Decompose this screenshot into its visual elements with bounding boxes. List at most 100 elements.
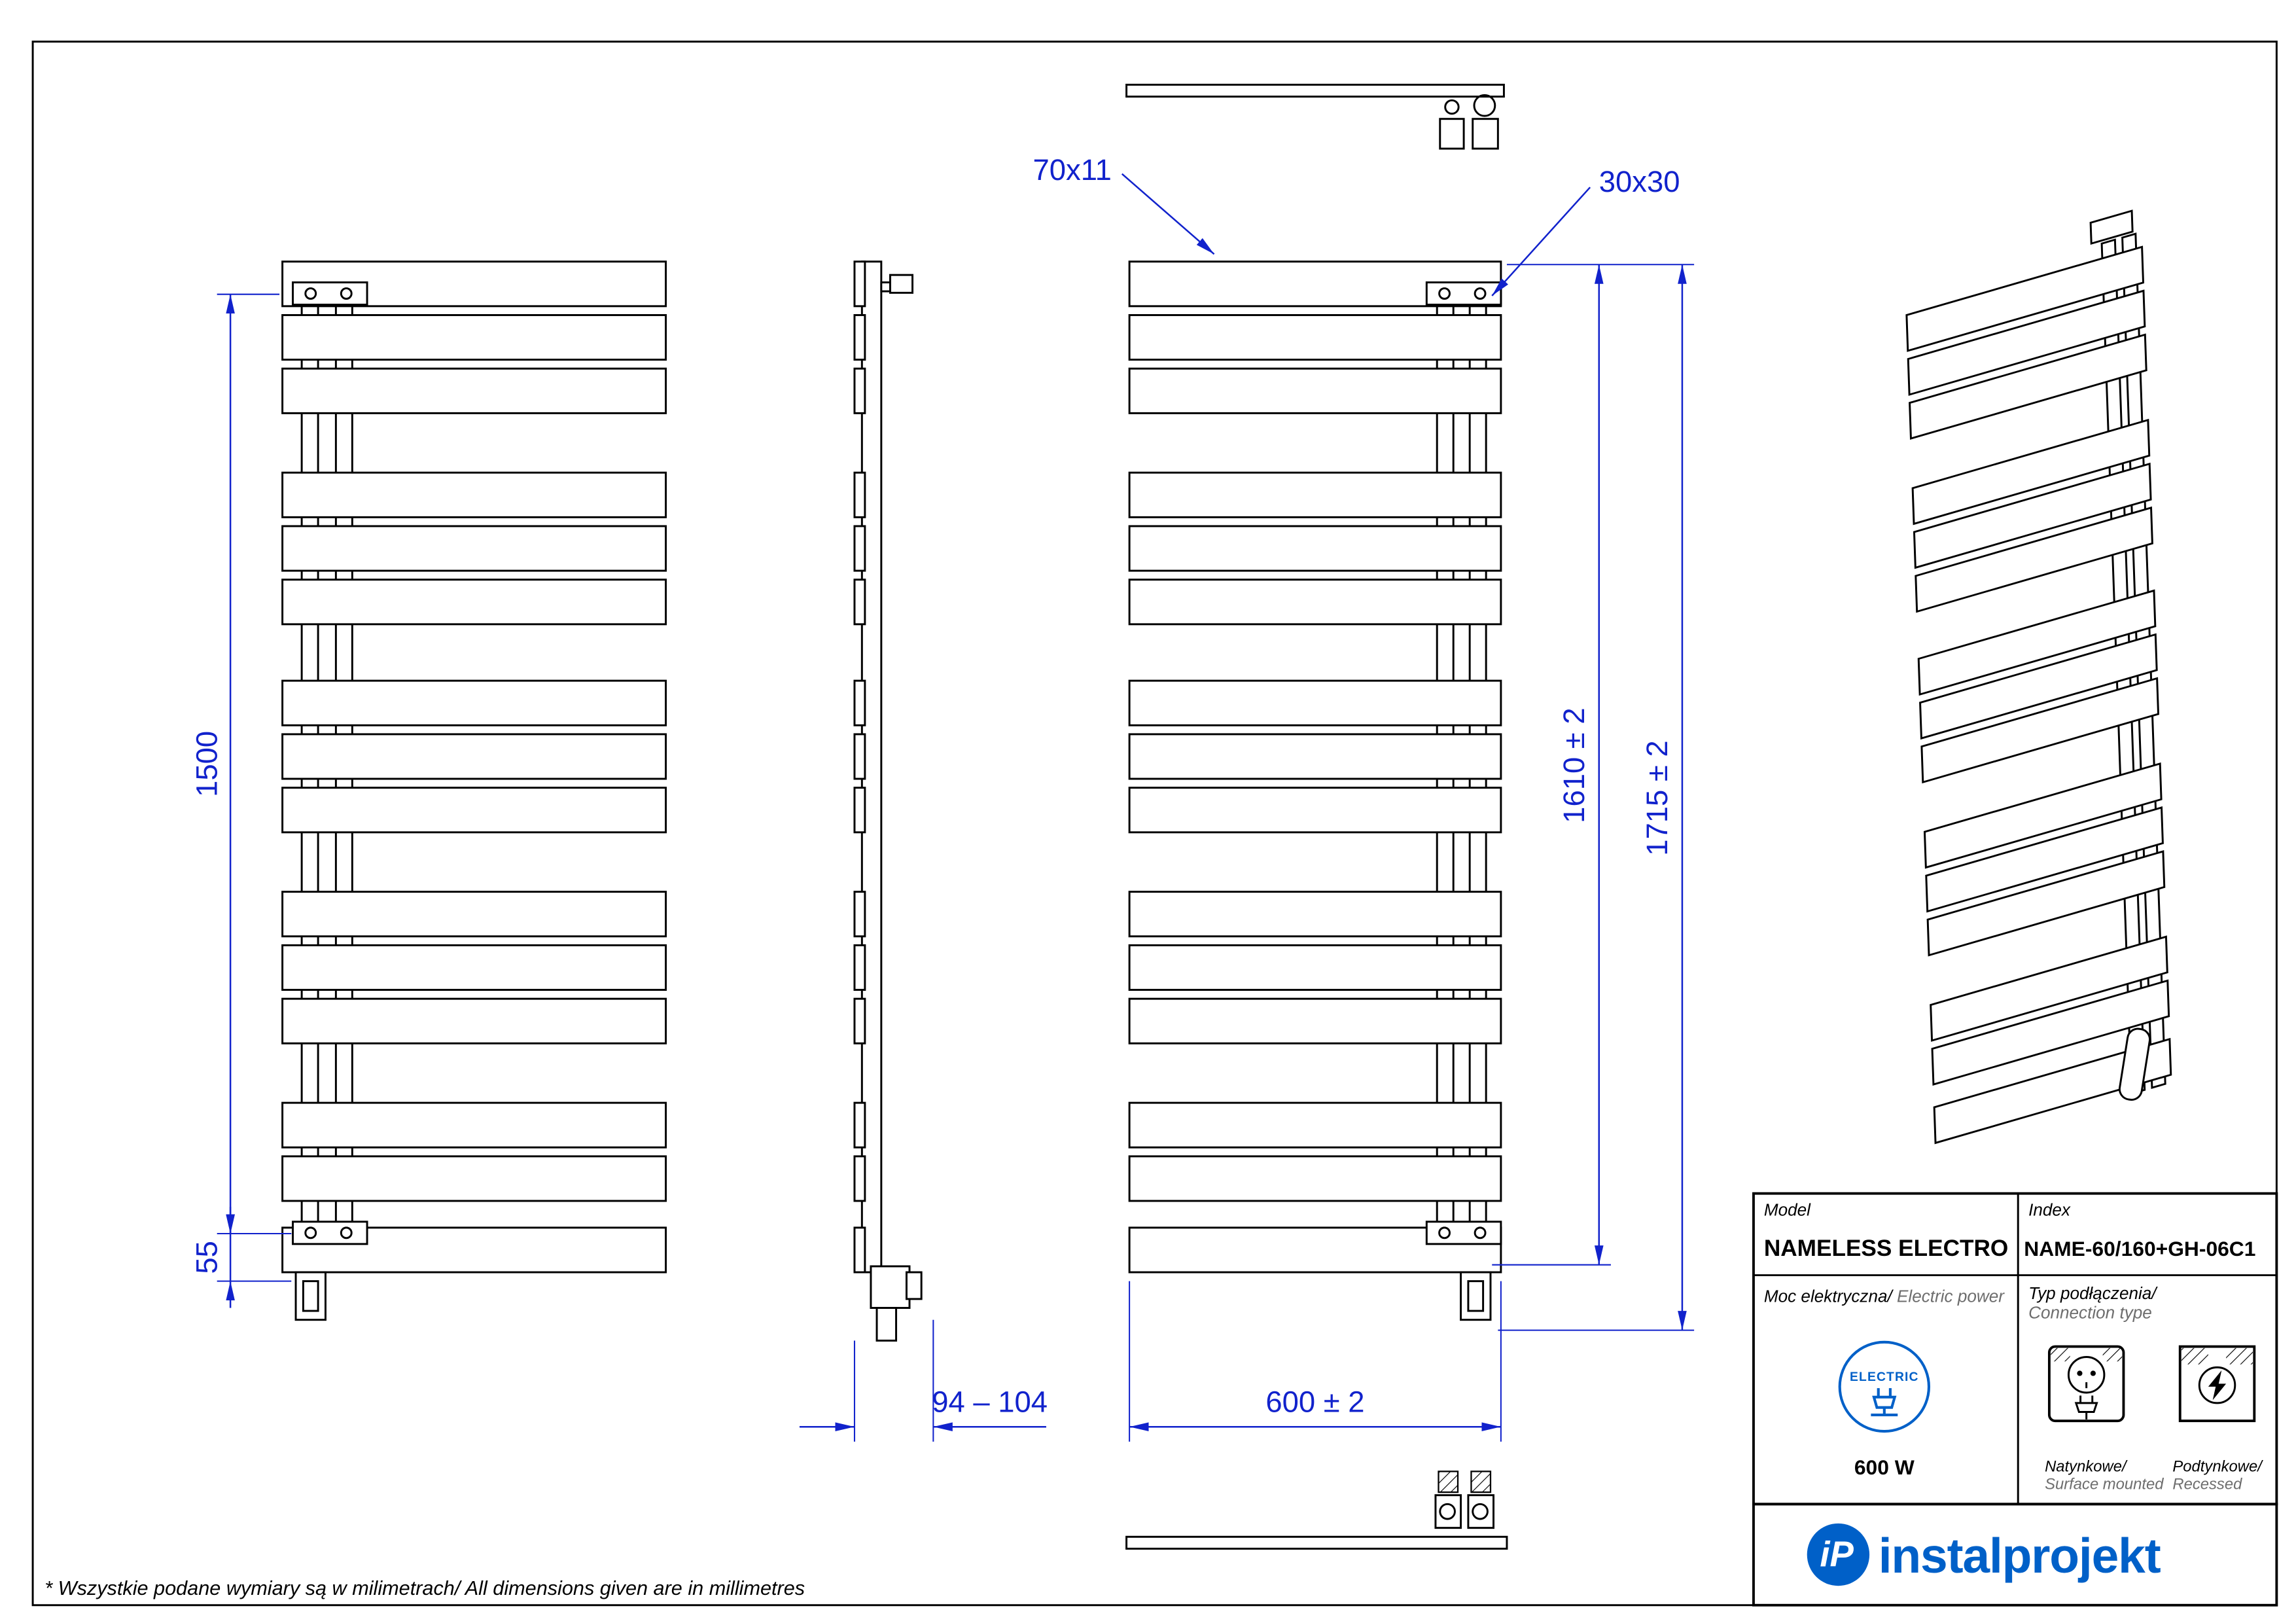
heater-box-side <box>905 1271 923 1300</box>
hatch-corner-icon <box>2181 1347 2208 1364</box>
bracket-screw-icon <box>1438 1226 1451 1240</box>
socket-icon <box>2067 1356 2106 1394</box>
heater-foot-inner <box>1467 1280 1485 1312</box>
plug-body-icon <box>1872 1395 1897 1409</box>
power-header: Moc elektryczna/ Electric power <box>1764 1286 2005 1306</box>
panel-slat-iso <box>1933 1037 2172 1145</box>
panel-slat <box>1128 471 1502 518</box>
heater-foot-side <box>875 1307 898 1342</box>
dim-height-1500: 1500 <box>190 731 224 797</box>
panel-slat-iso <box>1925 806 2164 913</box>
panel-slat <box>281 471 667 518</box>
panel-slat-iso <box>1907 289 2146 396</box>
recessed-socket-icon <box>2198 1366 2236 1404</box>
bottom-bracket-knob-icon <box>1439 1503 1456 1520</box>
bracket-side <box>889 274 914 294</box>
heater-box-side <box>870 1265 911 1310</box>
panel-edge-side <box>853 679 866 726</box>
panel-slat <box>281 944 667 991</box>
socket-pin-icon <box>2077 1370 2083 1376</box>
panel-edge-side <box>853 471 866 518</box>
dim-axial-height-1610: 1610 ± 2 <box>1557 707 1591 823</box>
panel-edge-side <box>853 891 866 938</box>
panel-slat <box>281 313 667 361</box>
dim-depth-94-104: 94 – 104 <box>932 1385 1048 1419</box>
bottom-bracket-clamp <box>1467 1494 1494 1529</box>
power-header-pl: Moc elektryczna/ <box>1764 1286 1894 1306</box>
connection-header-en: Connection type <box>2028 1302 2152 1322</box>
plug-cord-icon <box>1871 1407 1898 1417</box>
panel-slat <box>281 367 667 414</box>
logo-wordmark: instalprojekt <box>1879 1528 2161 1583</box>
panel-edge-side <box>853 944 866 991</box>
isometric-view <box>1905 209 2172 1145</box>
title-block: Model NAMELESS ELECTRO Index NAME-60/160… <box>1752 1192 2278 1607</box>
bottom-terminal-block <box>1438 1471 1459 1493</box>
panel-slat <box>1128 525 1502 572</box>
wall-bracket <box>292 281 368 306</box>
hatch-corner-icon <box>2102 1347 2123 1362</box>
bracket-iso <box>2089 209 2134 245</box>
panel-edge-side <box>853 525 866 572</box>
heater-foot <box>294 1271 327 1321</box>
panel-slat <box>1128 313 1502 361</box>
panel-slat <box>1128 891 1502 938</box>
dim-panel-profile-70x11: 70x11 <box>1033 153 1112 187</box>
dimension-labels: 1500 55 70x11 30x30 1610 ± 2 1715 ± 2 60… <box>190 153 1680 1419</box>
bottom-bracket-knob-icon <box>1472 1503 1489 1520</box>
bracket-screw-icon <box>1474 287 1487 300</box>
panel-slat-iso <box>1930 935 2168 1042</box>
panel-slat <box>281 997 667 1044</box>
heater-foot <box>1460 1271 1492 1321</box>
dimension-lines <box>217 173 1695 1442</box>
surface-label-pl: Natynkowe/ <box>2045 1457 2128 1475</box>
isometric-panel-stack <box>1905 209 2172 1145</box>
bracket-screw-icon <box>340 1226 353 1240</box>
panel-slat-iso <box>1909 333 2147 440</box>
dim-total-height-1715: 1715 ± 2 <box>1640 740 1674 855</box>
dimension-line <box>1491 187 1591 296</box>
page-border <box>31 41 2278 1607</box>
panel-edge-side <box>853 787 866 834</box>
panel-slat <box>1128 579 1502 626</box>
panel-slat <box>1128 733 1502 780</box>
plug-below-icon <box>2074 1395 2098 1419</box>
surface-label-en: Surface mounted <box>2045 1476 2164 1493</box>
panel-slat <box>1128 787 1502 834</box>
panel-edge-side <box>853 997 866 1044</box>
side-view <box>853 260 923 1342</box>
top-bracket-clamp <box>1472 118 1499 150</box>
panel-slat <box>281 1155 667 1202</box>
panel-slat-iso <box>1915 506 2153 613</box>
mounting-detail-views <box>1125 83 1508 1550</box>
panel-slat <box>1128 1155 1502 1202</box>
logo-cell-frame <box>1752 1503 2278 1607</box>
lightning-bolt-icon <box>2208 1370 2227 1400</box>
footer-note: * Wszystkie podane wymiary są w milimetr… <box>44 1577 805 1599</box>
index-label: Index <box>2028 1200 2071 1220</box>
front-view-left <box>281 260 667 1321</box>
bottom-rail-detail <box>1125 1535 1508 1550</box>
top-rail-detail <box>1125 83 1505 98</box>
recessed-label-pl: Podtynkowe/ <box>2172 1457 2263 1475</box>
panel-slat <box>1128 944 1502 991</box>
panel-slat <box>1128 367 1502 414</box>
panel-slat-iso <box>1917 589 2157 696</box>
panel-edge-side <box>853 367 866 414</box>
panel-slat <box>281 525 667 572</box>
panel-slat <box>281 733 667 780</box>
surface-mounted-icon <box>2047 1345 2125 1423</box>
panel-slat <box>281 579 667 626</box>
panel-slat-iso <box>1919 633 2158 740</box>
top-bracket-clamp <box>1439 118 1465 150</box>
bracket-screw-icon <box>1438 287 1451 300</box>
bottom-bracket-clamp <box>1434 1494 1462 1529</box>
wall-bracket <box>1425 1221 1502 1245</box>
bracket-screw-icon <box>340 287 353 300</box>
panel-slat <box>281 1101 667 1149</box>
panel-slat <box>1128 679 1502 726</box>
heater-foot-inner <box>302 1280 319 1312</box>
recessed-label-en: Recessed <box>2172 1476 2242 1493</box>
socket-pin-icon <box>2090 1370 2096 1376</box>
surface-icon-frame <box>2047 1345 2125 1423</box>
